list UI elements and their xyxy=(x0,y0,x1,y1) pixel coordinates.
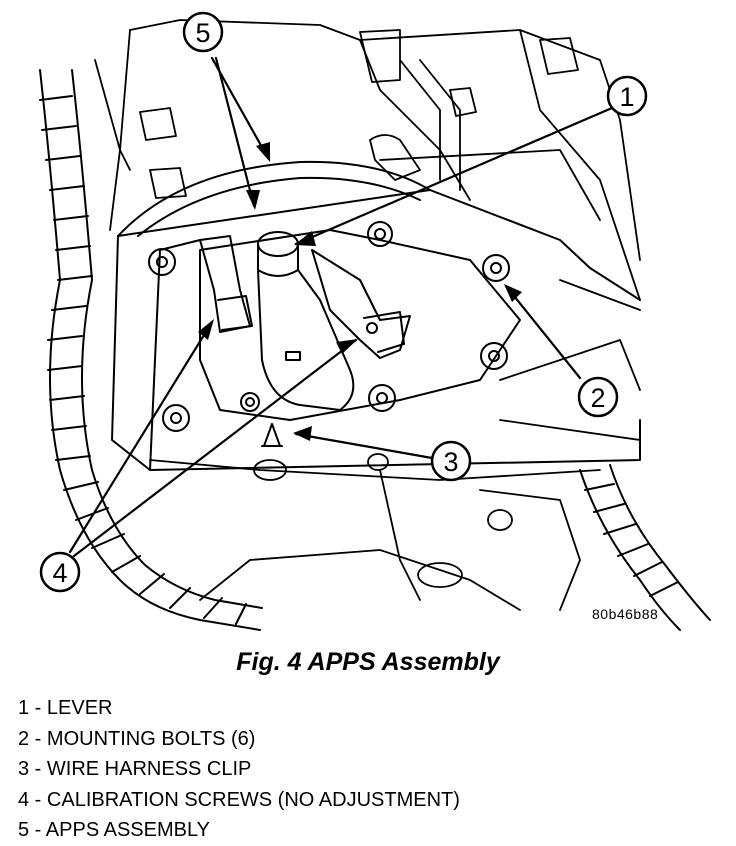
callout-2: 2 xyxy=(577,376,619,418)
arrow-heads xyxy=(198,142,522,441)
legend-number: 5 xyxy=(18,819,30,841)
figure-caption: Fig. 4 APPS Assembly xyxy=(236,648,500,676)
legend-number: 4 xyxy=(18,788,30,811)
svg-text:4: 4 xyxy=(52,558,67,588)
calibration-screws xyxy=(199,235,411,359)
legend-number: 2 xyxy=(18,727,30,750)
svg-text:5: 5 xyxy=(195,18,210,48)
legend-separator: - xyxy=(29,788,47,811)
legend-item: 1 - LEVER xyxy=(18,693,460,724)
svg-text:3: 3 xyxy=(443,447,458,477)
svg-text:1: 1 xyxy=(619,82,634,112)
lever xyxy=(257,231,355,411)
legend-separator: - xyxy=(29,697,47,719)
callout-4: 4 xyxy=(39,551,81,593)
legend-number: 3 xyxy=(18,758,30,780)
legend-text: CALIBRATION SCREWS (NO ADJUSTMENT) xyxy=(46,788,460,811)
wire-harness-clip xyxy=(261,423,283,447)
legend-separator: - xyxy=(29,758,47,780)
legend-item: 4 - CALIBRATION SCREWS (NO ADJUSTMENT) xyxy=(18,785,460,816)
callout-3: 3 xyxy=(430,440,472,482)
legend-item: 3 - WIRE HARNESS CLIP xyxy=(18,754,460,785)
leader-lines xyxy=(68,56,614,558)
legend-text: WIRE HARNESS CLIP xyxy=(46,758,252,780)
apps-assembly-illustration: 1 2 3 4 5 xyxy=(39,11,711,631)
legend-text: APPS ASSEMBLY xyxy=(45,819,210,841)
legend-separator: - xyxy=(29,727,47,750)
legend-number: 1 xyxy=(18,697,30,719)
legend-list: 1 - LEVER 2 - MOUNTING BOLTS (6) 3 - WIR… xyxy=(18,693,460,846)
legend-separator: - xyxy=(29,819,46,841)
legend-text: MOUNTING BOLTS (6) xyxy=(46,727,256,750)
engine-background xyxy=(94,19,641,611)
callout-5: 5 xyxy=(182,11,224,53)
wire-harness xyxy=(39,69,711,631)
apps-housing xyxy=(111,160,641,471)
mounting-bolts xyxy=(148,221,510,432)
legend-item: 5 - APPS ASSEMBLY xyxy=(18,815,460,846)
legend-item: 2 - MOUNTING BOLTS (6) xyxy=(18,724,460,755)
svg-text:2: 2 xyxy=(590,383,605,413)
callout-1: 1 xyxy=(606,75,648,117)
figure-code: 80b46b88 xyxy=(592,606,659,622)
legend-text: LEVER xyxy=(46,697,113,719)
